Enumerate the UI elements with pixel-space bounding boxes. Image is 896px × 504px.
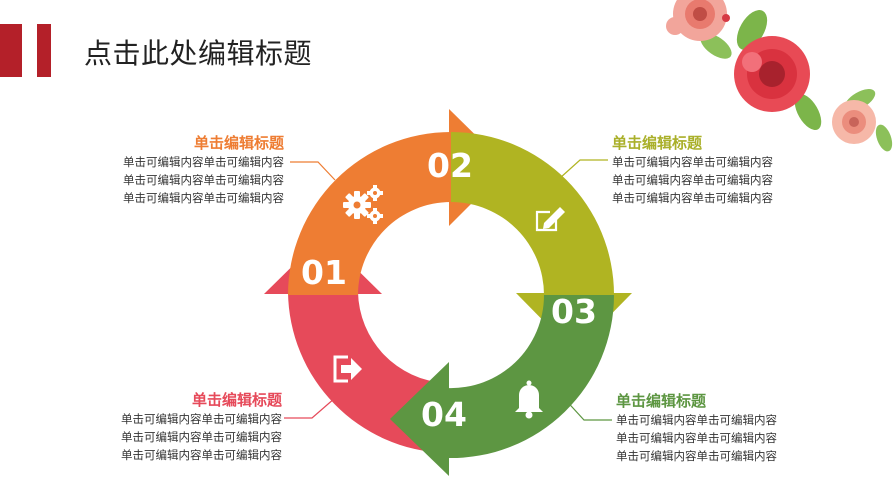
block-line[interactable]: 单击可编辑内容单击可编辑内容 <box>612 173 773 187</box>
block-line[interactable]: 单击可编辑内容单击可编辑内容 <box>616 449 777 463</box>
step-number-04: 04 <box>421 395 467 434</box>
cycle-segment-04[interactable] <box>447 295 614 459</box>
text-block-bottom-right: 单击编辑标题 单击可编辑内容单击可编辑内容 单击可编辑内容单击可编辑内容 单击可… <box>616 391 816 465</box>
block-heading[interactable]: 单击编辑标题 <box>612 134 703 152</box>
text-block-top-left: 单击编辑标题 单击可编辑内容单击可编辑内容 单击可编辑内容单击可编辑内容 单击可… <box>84 133 284 207</box>
leader-line-bottom-left <box>284 397 336 419</box>
step-number-03: 03 <box>551 292 597 331</box>
block-line[interactable]: 单击可编辑内容单击可编辑内容 <box>616 413 777 427</box>
block-line[interactable]: 单击可编辑内容单击可编辑内容 <box>123 191 284 205</box>
block-heading[interactable]: 单击编辑标题 <box>191 391 282 409</box>
leader-line-top-left <box>290 161 336 181</box>
block-line[interactable]: 单击可编辑内容单击可编辑内容 <box>123 173 284 187</box>
block-line[interactable]: 单击可编辑内容单击可编辑内容 <box>612 155 773 169</box>
block-line[interactable]: 单击可编辑内容单击可编辑内容 <box>612 191 773 205</box>
block-line[interactable]: 单击可编辑内容单击可编辑内容 <box>121 448 282 462</box>
block-line[interactable]: 单击可编辑内容单击可编辑内容 <box>121 412 282 426</box>
block-line[interactable]: 单击可编辑内容单击可编辑内容 <box>123 155 284 169</box>
cycle-arrow-04[interactable] <box>390 362 449 476</box>
text-block-bottom-left: 单击编辑标题 单击可编辑内容单击可编辑内容 单击可编辑内容单击可编辑内容 单击可… <box>82 390 282 464</box>
cycle-segment-02[interactable] <box>288 132 451 295</box>
gears-icon <box>343 185 383 224</box>
block-line[interactable]: 单击可编辑内容单击可编辑内容 <box>121 430 282 444</box>
title-accent-bar <box>0 24 22 77</box>
text-block-top-right: 单击编辑标题 单击可编辑内容单击可编辑内容 单击可编辑内容单击可编辑内容 单击可… <box>612 133 812 207</box>
block-heading[interactable]: 单击编辑标题 <box>616 392 707 410</box>
flower-decoration <box>666 0 893 152</box>
step-number-01: 01 <box>301 253 347 292</box>
edit-icon <box>535 207 565 232</box>
cycle-segment-03[interactable] <box>451 132 614 295</box>
block-line[interactable]: 单击可编辑内容单击可编辑内容 <box>616 431 777 445</box>
exit-icon <box>333 355 362 383</box>
leader-line-top-right <box>559 159 608 179</box>
block-heading[interactable]: 单击编辑标题 <box>193 134 284 152</box>
page-title[interactable]: 点击此处编辑标题 <box>84 37 313 70</box>
step-number-02: 02 <box>427 146 473 185</box>
title-accent-bar-small <box>37 24 51 77</box>
bell-icon <box>515 380 543 419</box>
